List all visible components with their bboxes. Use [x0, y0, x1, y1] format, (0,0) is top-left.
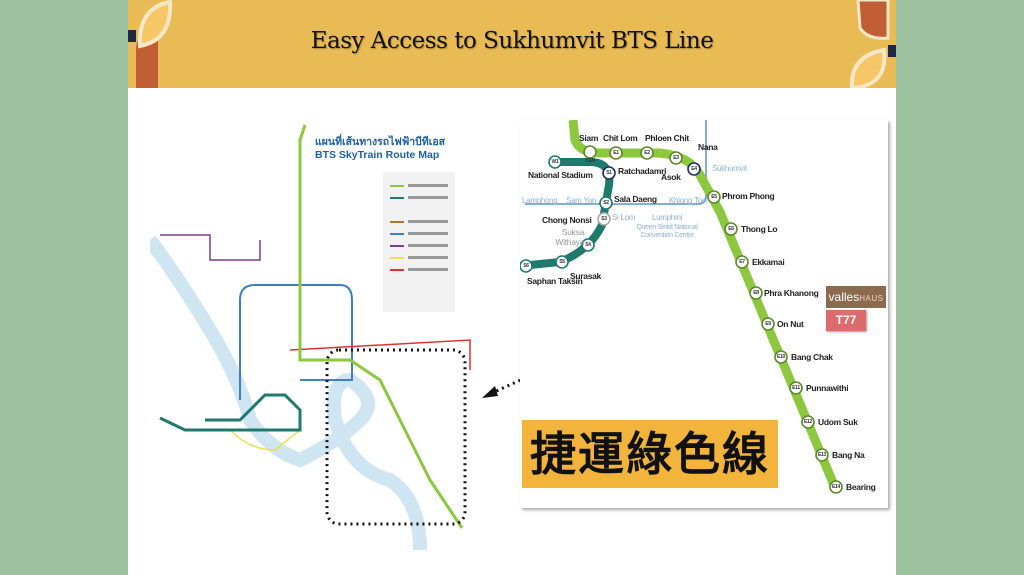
station-marker-e10: [774, 350, 788, 364]
river: [150, 235, 427, 551]
station-label-national-stadium: National Stadium: [528, 170, 593, 180]
station-label-asok: Asok: [661, 172, 681, 182]
purple-line: [160, 234, 261, 261]
station-marker-e9: [761, 317, 775, 331]
station-label-nana: Nana: [698, 142, 718, 152]
station-code-e7: E7: [739, 259, 745, 265]
station-label-saphan-taksin: Saphan Taksin: [527, 276, 583, 286]
mrt-label-sukhumvit: Sukhumvit: [712, 164, 747, 173]
station-code-e10: E10: [777, 354, 785, 360]
station-label-ratchadamri: Ratchadamri: [618, 166, 667, 176]
station-code-s4: S4: [585, 242, 591, 248]
station-label-phrom-phong: Phrom Phong: [722, 191, 775, 201]
station-marker-e6: [724, 222, 738, 236]
station-marker-e13: [815, 448, 829, 462]
station-label-sala-daeng: Sala Daeng: [614, 194, 657, 204]
legend-box: [383, 172, 455, 312]
station-marker-e11: [789, 381, 803, 395]
station-marker-siam: [583, 145, 597, 159]
station-code-e8: E8: [753, 290, 759, 296]
station-marker-s3: [597, 212, 611, 226]
station-code-e1: E1: [613, 150, 619, 156]
station-marker-e12: [801, 415, 815, 429]
station-code-s1: S1: [606, 170, 612, 176]
detail-map-lines: [519, 119, 843, 494]
bts-overview-map: [150, 124, 471, 551]
station-marker-e3: [669, 151, 683, 165]
station-marker-s4: [581, 238, 595, 252]
station-marker-e4: [687, 162, 701, 176]
station-code-s6: S6: [523, 263, 529, 269]
station-code-e9: E9: [765, 321, 771, 327]
station-marker-s2: [599, 196, 613, 210]
slide-title: Easy Access to Sukhumvit BTS Line: [310, 28, 714, 54]
valles-haus-logo: vallesHAUS: [826, 286, 886, 308]
mrt-label-lamphong: Lamphong: [522, 196, 558, 205]
station-code-s5: S5: [559, 259, 565, 265]
station-label-bang-chak: Bang Chak: [791, 352, 833, 362]
cen-interchange-label: CEN: [585, 158, 595, 164]
station-marker-e1: [609, 146, 623, 160]
station-code-e5: E5: [711, 194, 717, 200]
red-line: [289, 339, 471, 370]
station-label-suksa-withaya: Suksa Withaya: [555, 227, 584, 247]
legend-entries: [390, 184, 448, 271]
mrt-blue-line: [239, 284, 353, 400]
station-code-s2: S2: [603, 200, 609, 206]
station-code-s3: S3: [601, 216, 607, 222]
landmark-label: Queen Sirikit National Convention Centre: [636, 224, 698, 239]
green-line-chinese-label: 捷運綠色線: [522, 420, 778, 488]
station-code-e13: E13: [818, 452, 826, 458]
station-code-w1: W1: [551, 159, 559, 165]
t77-logo: T77: [826, 310, 866, 331]
station-marker-s5: [555, 255, 569, 269]
station-label-thong-lo: Thong Lo: [741, 224, 778, 234]
station-label-ekkamai: Ekkamai: [752, 257, 785, 267]
map-title-en: BTS SkyTrain Route Map: [315, 149, 440, 161]
station-marker-e14: [829, 480, 843, 494]
station-code-e11: E11: [792, 385, 800, 391]
station-marker-e5: [707, 190, 721, 204]
station-label-phloen-chit: Phloen Chit: [645, 133, 689, 143]
station-code-e14: E14: [832, 484, 840, 490]
header-band: Easy Access to Sukhumvit BTS Line: [128, 0, 896, 88]
silom-line: [159, 393, 302, 432]
mrt-label-si-lom: Si Lom: [612, 213, 636, 222]
station-marker-s1: [602, 166, 616, 180]
station-marker-e2: [640, 146, 654, 160]
station-marker-s6: [519, 259, 533, 273]
station-marker-e7: [735, 255, 749, 269]
header-decoration: [128, 0, 896, 88]
station-label-surasak: Surasak: [570, 271, 601, 281]
station-marker-e8: [749, 286, 763, 300]
station-label-udom-suk: Udom Suk: [818, 417, 858, 427]
yellow-line: [229, 429, 301, 451]
station-label-chong-nonsi: Chong Nonsi: [542, 215, 592, 225]
station-label-phra-khanong: Phra Khanong: [764, 288, 819, 298]
sukhumvit-line: [298, 124, 464, 529]
station-marker-w1: [548, 155, 562, 169]
station-code-e3: E3: [673, 155, 679, 161]
station-code-e6: E6: [728, 226, 734, 232]
station-label-bearing: Bearing: [846, 482, 876, 492]
mrt-label-sam-yan: Sam Yan: [566, 196, 597, 205]
mrt-label-lumphini: Lumphini: [652, 213, 683, 222]
map-title-thai: แผนที่เส้นทางรถไฟฟ้าบีทีเอส: [315, 136, 446, 148]
station-label-bang-na: Bang Na: [832, 450, 865, 460]
station-code-e4: E4: [691, 166, 697, 172]
station-label-siam: Siam: [579, 133, 599, 143]
station-label-on-nut: On Nut: [777, 319, 804, 329]
station-label-punnawithi: Punnawithi: [806, 383, 849, 393]
station-code-e12: E12: [804, 419, 812, 425]
station-code-e2: E2: [644, 150, 650, 156]
mrt-label-khlong-toei: Khlong Toei: [669, 196, 708, 205]
overview-map-title: แผนที่เส้นทางรถไฟฟ้าบีทีเอส BTS SkyTrain…: [315, 136, 445, 162]
station-label-chit-lom: Chit Lom: [603, 133, 638, 143]
